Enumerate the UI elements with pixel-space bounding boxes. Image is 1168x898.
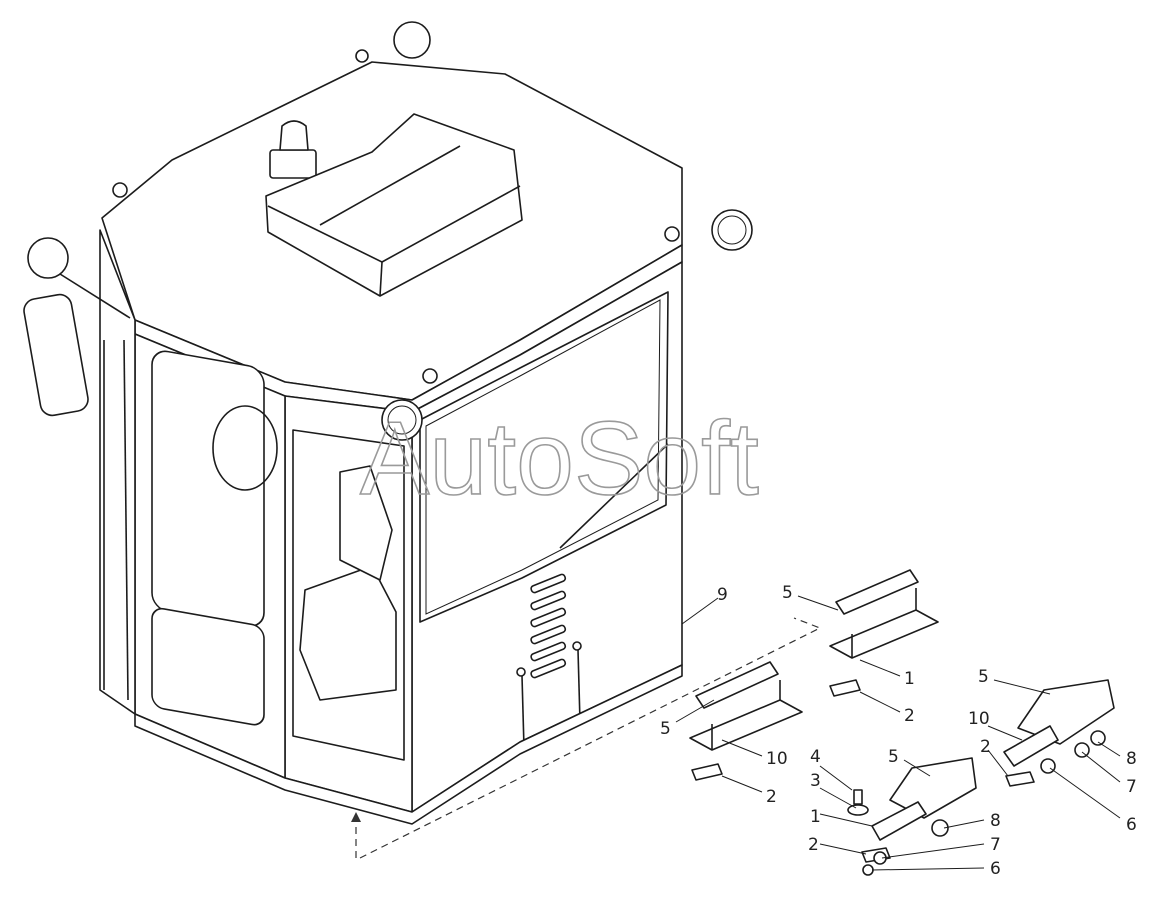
lifting-eye (664, 226, 680, 242)
ac-unit (265, 113, 523, 297)
work-lamp (393, 21, 431, 59)
callout-10: 10 (968, 709, 990, 729)
callout-8: 8 (990, 811, 1001, 831)
operator-seat (299, 465, 397, 701)
callout-5: 5 (978, 667, 989, 687)
operator-cab (23, 21, 753, 825)
cab-base (134, 664, 683, 825)
callout-8: 8 (1126, 749, 1137, 769)
callout-10: 10 (766, 749, 788, 769)
door-window (151, 350, 265, 627)
leader-lines (675, 595, 1121, 871)
mount-bracket-upper (829, 569, 939, 659)
callout-1: 1 (904, 669, 915, 689)
callout-5: 5 (782, 583, 793, 603)
callout-5: 5 (660, 719, 671, 739)
shim-plate (829, 679, 861, 697)
steering-wheel (212, 405, 278, 491)
bolt-washer (847, 789, 869, 816)
callout-6: 6 (1126, 815, 1137, 835)
beacon-light (269, 120, 317, 179)
vent-louvres (530, 573, 567, 679)
work-lamp (381, 399, 423, 441)
callout-7: 7 (1126, 777, 1137, 797)
callout-1: 1 (810, 807, 821, 827)
lifting-eye (112, 182, 128, 198)
callout-7: 7 (990, 835, 1001, 855)
lifting-eye (355, 49, 369, 63)
damper-block-lower (871, 757, 977, 841)
callout-5: 5 (888, 747, 899, 767)
mounting-dash-line (359, 617, 822, 859)
right-window (419, 291, 669, 623)
shim-plate (691, 763, 723, 781)
damper-block-right (1003, 679, 1115, 767)
callout-9: 9 (717, 585, 728, 605)
nut (1040, 758, 1056, 774)
work-lamp (711, 209, 753, 251)
mount-bracket-lower (689, 661, 803, 751)
callout-6: 6 (990, 859, 1001, 879)
callout-2: 2 (980, 737, 991, 757)
callout-labels: 9 5 1 2 5 10 2 5 10 2 8 7 6 4 3 1 2 5 8 … (660, 583, 1137, 879)
callout-4: 4 (810, 747, 821, 767)
callout-3: 3 (810, 771, 821, 791)
left-mirror (23, 237, 131, 417)
wiper-arm (559, 443, 669, 549)
callout-2: 2 (904, 706, 915, 726)
watermark-text: AutoSoft (360, 401, 759, 517)
shim-plate (1005, 771, 1035, 787)
callout-2: 2 (808, 835, 819, 855)
callout-2: 2 (766, 787, 777, 807)
lifting-eye (422, 368, 438, 384)
